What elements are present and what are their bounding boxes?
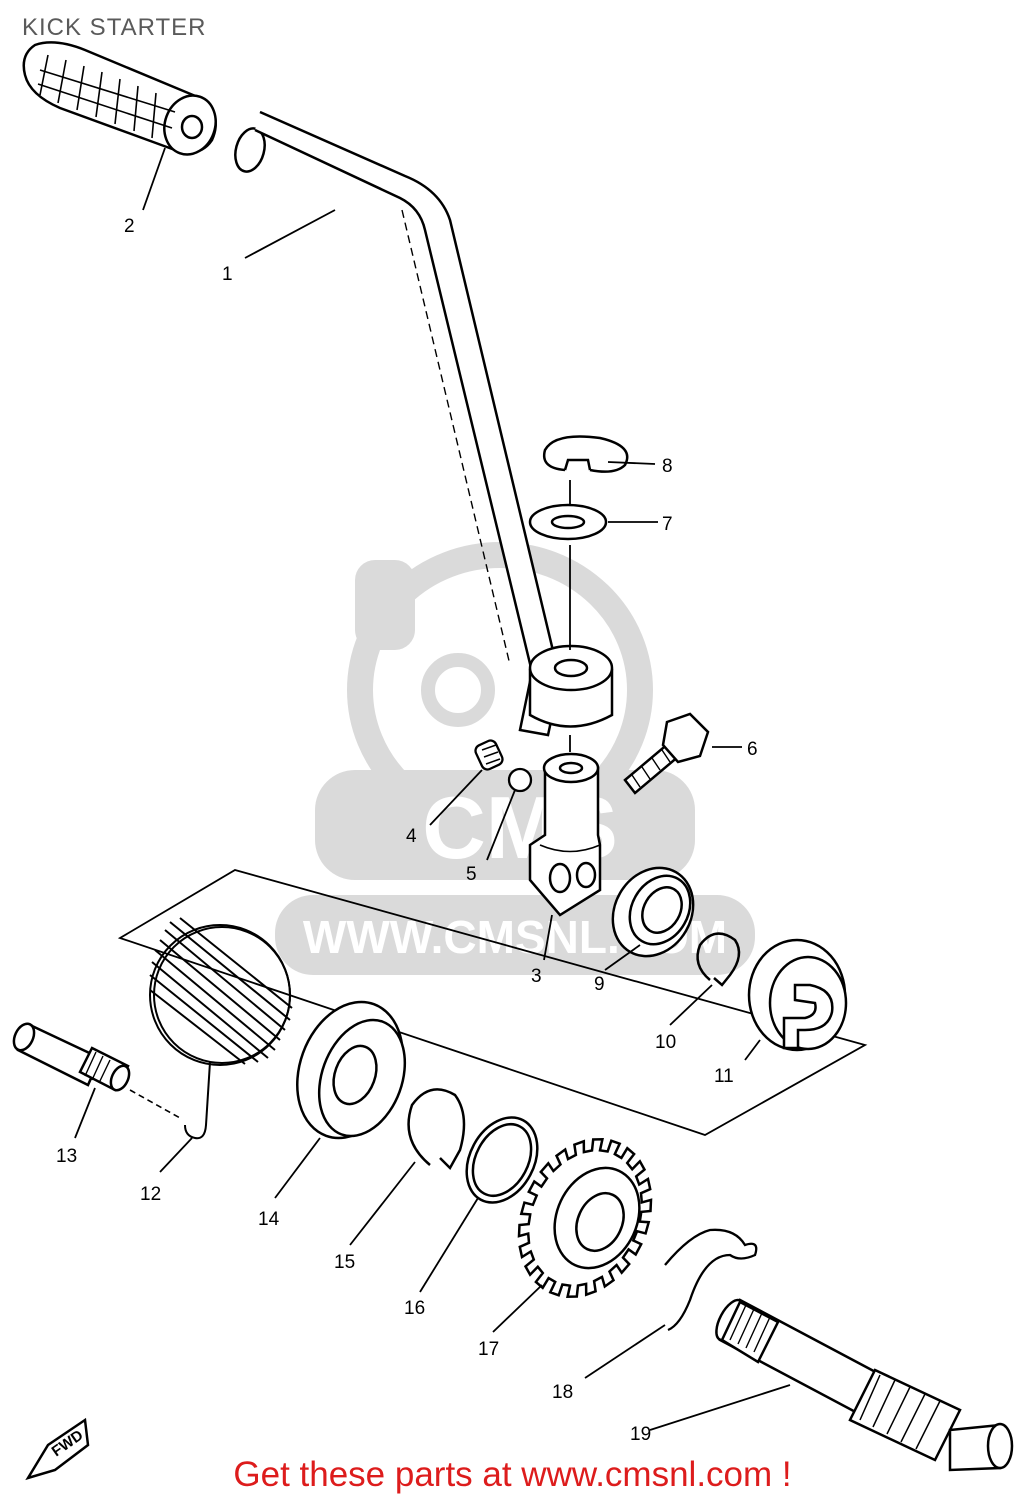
callout-17: 17 bbox=[478, 1339, 499, 1360]
callout-1: 1 bbox=[222, 264, 233, 285]
callout-16: 16 bbox=[404, 1298, 425, 1319]
callout-5: 5 bbox=[466, 864, 477, 885]
part-7-washer bbox=[528, 503, 608, 541]
callout-18: 18 bbox=[552, 1382, 573, 1403]
callout-numbers: 2 1 8 7 6 4 5 3 9 10 11 13 12 14 15 16 1… bbox=[56, 216, 758, 1445]
part-8-circlip bbox=[542, 435, 629, 473]
part-11-kick-guide bbox=[747, 938, 848, 1052]
page-title: KICK STARTER bbox=[22, 14, 207, 41]
part-6-bolt bbox=[623, 712, 710, 795]
footer-promo-text: Get these parts at www.cmsnl.com ! bbox=[233, 1455, 792, 1494]
leader-lines bbox=[74, 147, 791, 1431]
part-3-kick-boss bbox=[528, 752, 602, 917]
callout-8: 8 bbox=[662, 456, 673, 477]
callout-3: 3 bbox=[531, 966, 542, 987]
part-12-kick-spring bbox=[149, 917, 293, 1140]
callout-15: 15 bbox=[334, 1252, 355, 1273]
part-17-kick-gear bbox=[517, 1138, 653, 1298]
part-19-kick-axle bbox=[715, 1298, 1014, 1472]
callout-11: 11 bbox=[714, 1066, 734, 1087]
part-14-spring-cover bbox=[296, 1000, 407, 1140]
callout-12: 12 bbox=[140, 1184, 161, 1205]
callout-2: 2 bbox=[124, 216, 135, 237]
part-4-small-spring bbox=[474, 739, 504, 771]
part-5-ball bbox=[507, 767, 533, 793]
part-10-circlip bbox=[696, 932, 741, 987]
part-2-kick-grip bbox=[22, 41, 217, 156]
callout-6: 6 bbox=[747, 739, 758, 760]
part-16-washer bbox=[465, 1116, 539, 1204]
part-9-oil-seal bbox=[611, 866, 695, 958]
callout-9: 9 bbox=[594, 974, 605, 995]
callout-19: 19 bbox=[630, 1424, 651, 1445]
pin-axis-dash bbox=[129, 1089, 181, 1119]
part-13-pin bbox=[12, 1022, 131, 1092]
callout-7: 7 bbox=[662, 514, 673, 535]
part-1-kick-arm bbox=[234, 110, 614, 737]
sub-assembly-frame bbox=[117, 869, 868, 1136]
callout-4: 4 bbox=[406, 826, 417, 847]
part-18-kick-clip bbox=[664, 1228, 758, 1332]
callout-14: 14 bbox=[258, 1209, 280, 1230]
callout-10: 10 bbox=[655, 1032, 676, 1053]
part-15-circlip bbox=[407, 1088, 466, 1171]
callout-13: 13 bbox=[56, 1146, 77, 1167]
